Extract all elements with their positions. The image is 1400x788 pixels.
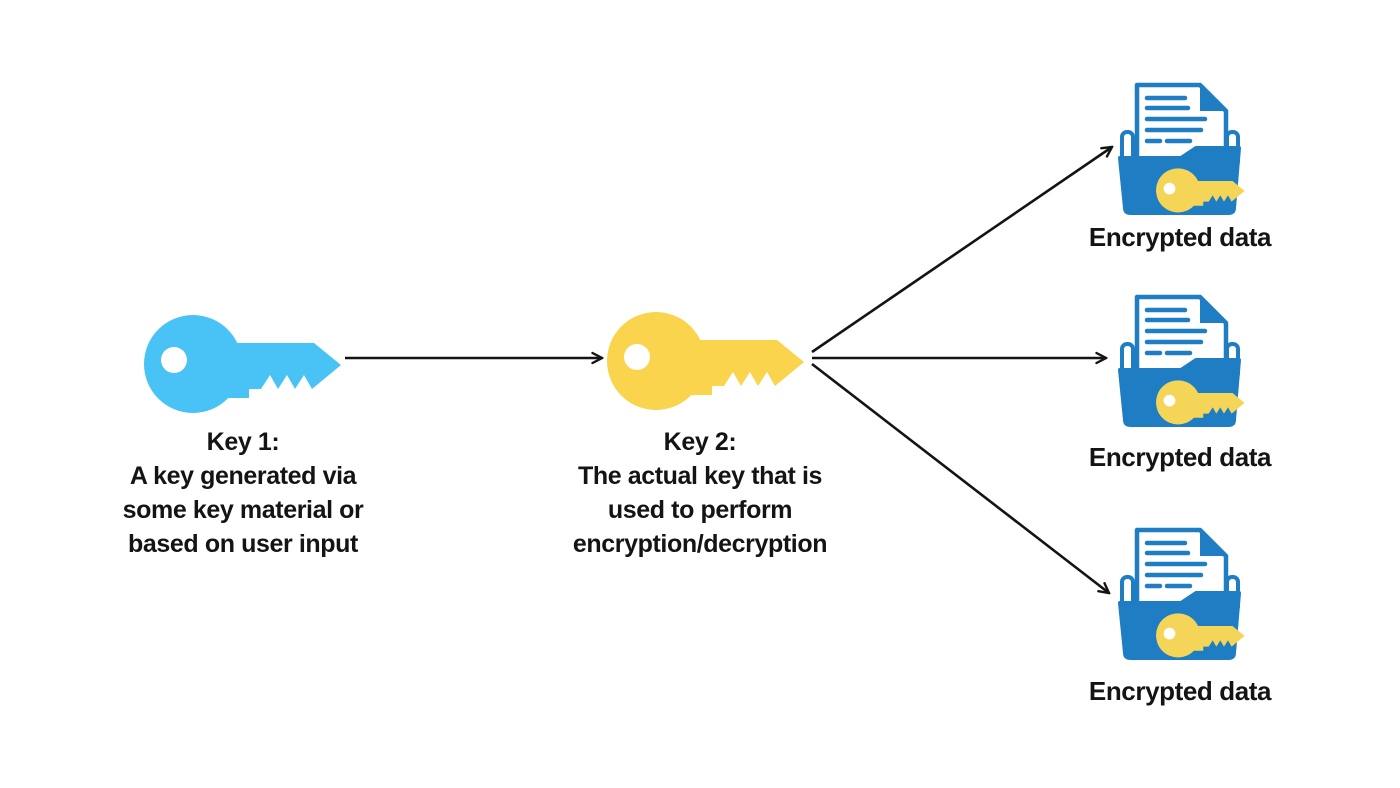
- encrypted-data-label: Encrypted data: [1088, 442, 1272, 472]
- key2-icon: [607, 312, 804, 410]
- key1-caption: Key 1: A key generated via some key mate…: [83, 425, 403, 561]
- encrypted-data-label: Encrypted data: [1088, 222, 1272, 252]
- encrypted-folder-icon: [1117, 528, 1243, 661]
- encrypted-folder-icon: [1117, 295, 1243, 428]
- caption-line: some key material or: [122, 496, 364, 524]
- caption-line: Key 2:: [663, 428, 737, 456]
- caption-line: A key generated via: [129, 462, 357, 490]
- key1-icon: [144, 315, 341, 413]
- caption-line: Key 1:: [206, 428, 280, 456]
- key2-caption: Key 2: The actual key that is used to pe…: [540, 425, 860, 561]
- caption-line: encryption/decryption: [572, 530, 828, 558]
- caption-line: The actual key that is: [577, 462, 823, 490]
- caption-line: used to perform: [607, 496, 793, 524]
- encrypted-data-label: Encrypted data: [1088, 676, 1272, 706]
- encrypted-folder-icon: [1117, 83, 1243, 216]
- caption-line: based on user input: [128, 530, 358, 558]
